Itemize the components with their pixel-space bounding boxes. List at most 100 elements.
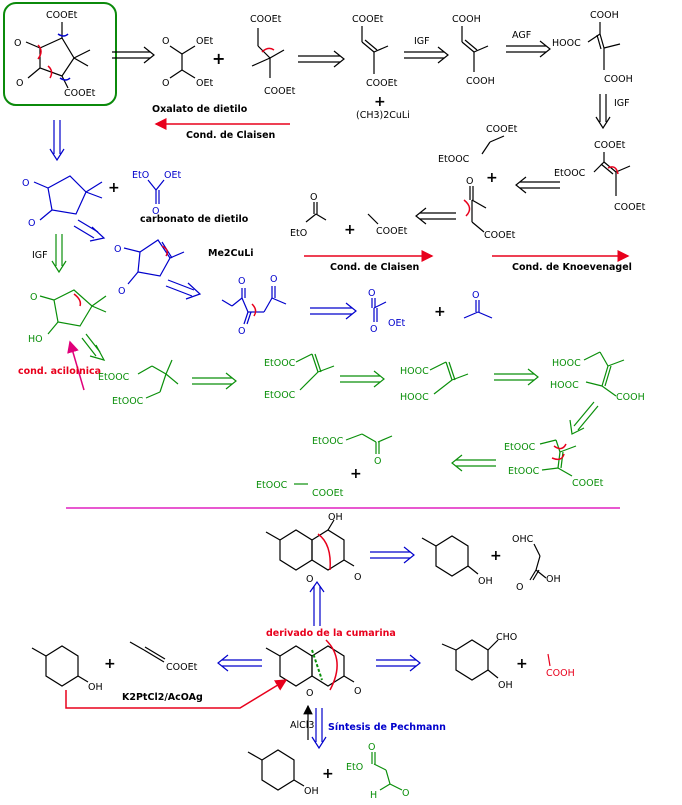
oxalate-o-2: O xyxy=(162,78,169,89)
pechmann-arrow xyxy=(311,708,327,750)
green-malonate-cooet: COOEt xyxy=(312,488,344,499)
retro-arrow-agf xyxy=(506,40,551,58)
blue-enone-o1: O xyxy=(114,244,121,255)
plus-cuprate: + xyxy=(374,94,386,110)
green-diester-etooc-1: EtOOC xyxy=(98,372,130,383)
p-cresol-3 xyxy=(247,749,305,791)
retro-arrow-1 xyxy=(112,46,155,64)
oxalate-molecule xyxy=(169,45,196,79)
ethyl-butynoate xyxy=(129,641,166,663)
acetic-cooh: COOH xyxy=(546,668,575,679)
ketoester-o: O xyxy=(466,176,473,187)
k2ptcl2-label: K2PtCl2/AcOAg xyxy=(122,692,203,703)
p-cresol-3-oh: OH xyxy=(304,786,319,797)
retro-arrow-cumarina-1 xyxy=(370,546,415,564)
salicylaldehyde-oh: OH xyxy=(498,680,513,691)
green-malonate-etooc: EtOOC xyxy=(256,480,288,491)
chromanone-o: O xyxy=(306,574,313,585)
butynoate-cooet: COOEt xyxy=(166,662,198,673)
ester-cooet-2: COOEt xyxy=(366,78,398,89)
oxalate-oet-2: OEt xyxy=(196,78,213,89)
triketone-o1: O xyxy=(238,276,245,287)
green-diester xyxy=(137,359,179,399)
green-triacid-hooc-2: HOOC xyxy=(550,380,579,391)
acetyl-cooet: COOEt xyxy=(376,226,408,237)
acyloin-molecule xyxy=(39,289,107,335)
retro-arrow-green-7 xyxy=(451,454,496,472)
plus-blue: + xyxy=(108,180,120,196)
retro-arrow-igf-2 xyxy=(595,94,611,130)
retro-arrow-green-2 xyxy=(81,333,106,361)
green-diacid-hooc-1: HOOC xyxy=(400,366,429,377)
retro-arrow-green-igf xyxy=(51,234,67,274)
oxalate-label: Oxalato de dietilo xyxy=(152,104,248,115)
formylacetate-h: H xyxy=(370,790,377,800)
plus-sign: + xyxy=(212,49,225,68)
retro-arrow-blue-down xyxy=(49,120,65,162)
p-cresol-1-oh: OH xyxy=(478,576,493,587)
p-cresol-2-oh: OH xyxy=(88,682,103,693)
pechmann-label: Síntesis de Pechmann xyxy=(328,722,446,733)
retro-arrow-green-5 xyxy=(494,368,539,386)
green-diester-etooc-2: EtOOC xyxy=(112,396,144,407)
chromanone-o2: O xyxy=(354,572,361,583)
cuprate-label: (CH3)2CuLi xyxy=(356,110,410,121)
ethyl-etooc: EtOOC xyxy=(438,154,470,165)
claisen-label-2: Cond. de Claisen xyxy=(330,262,420,273)
chromanone-molecule xyxy=(265,519,355,571)
blue-enone-o2: O xyxy=(118,286,125,297)
retro-arrow-left-cumarina xyxy=(217,654,262,672)
green-ketoester-o: O xyxy=(374,456,381,467)
ethyl-malonate-half xyxy=(481,135,505,155)
pyruvate-o2: O xyxy=(370,324,377,335)
green-knoev-etooc-1: EtOOC xyxy=(504,442,536,453)
acetic-bond xyxy=(547,653,551,667)
retro-arrow-4 xyxy=(415,207,456,225)
acetone xyxy=(463,300,493,319)
green-triacid-hooc-1: HOOC xyxy=(552,358,581,369)
aciloinica-arrow xyxy=(67,340,85,391)
glutarate-molecule xyxy=(251,28,285,78)
coumarin-o2: O xyxy=(354,686,361,697)
ethyl-acetate xyxy=(305,202,327,223)
green-ketoester xyxy=(345,433,393,454)
retro-arrow-igf-1 xyxy=(404,46,449,64)
triacid-hooc: HOOC xyxy=(552,38,581,49)
claisen-label-1: Cond. de Claisen xyxy=(186,130,276,141)
green-unsat-diacid xyxy=(429,361,469,395)
pyruvate-o1: O xyxy=(368,288,375,299)
green-knoevenagel-product xyxy=(539,439,577,477)
p-cresol-1 xyxy=(421,535,479,577)
plus-right-1: + xyxy=(486,170,498,186)
malonaldehyde-acid xyxy=(529,543,547,581)
cumarina-label: derivado de la cumarina xyxy=(266,628,396,639)
unsaturated-diester xyxy=(361,26,389,74)
alcl3-label: AlCl3 xyxy=(290,720,314,731)
salicylaldehyde xyxy=(441,639,499,681)
blue-diketone-o1: O xyxy=(22,178,29,189)
plus-acetone: + xyxy=(434,304,446,320)
ptcl-arrow xyxy=(65,679,288,709)
acetyl-bond xyxy=(367,213,379,225)
carbonate-oet: OEt xyxy=(164,170,181,181)
retro-arrow-2 xyxy=(298,50,345,68)
acetone-o: O xyxy=(472,290,479,301)
plus-pechmann: + xyxy=(322,766,334,782)
ketoester-cooet: COOEt xyxy=(484,230,516,241)
acyloin-ho: HO xyxy=(28,334,43,345)
knoevenagel-product xyxy=(593,152,631,196)
aciloinica-label: cond. aciloinica xyxy=(18,366,101,377)
knoevenagel-label: Cond. de Knoevenagel xyxy=(512,262,632,273)
target-molecule xyxy=(25,22,91,89)
blue-triketone xyxy=(221,286,287,325)
plus-coumarin-1: + xyxy=(490,548,502,564)
triketone-o3: O xyxy=(270,274,277,285)
acyloin-o: O xyxy=(30,292,37,303)
green-triacid-cooh: COOH xyxy=(616,392,645,403)
oxalate-oet-1: OEt xyxy=(196,36,213,47)
triacid-molecule xyxy=(587,22,621,70)
retro-arrow-blue-diag xyxy=(73,219,106,242)
target-molecule-box xyxy=(3,2,117,106)
ohc-label: OHC xyxy=(512,534,534,545)
